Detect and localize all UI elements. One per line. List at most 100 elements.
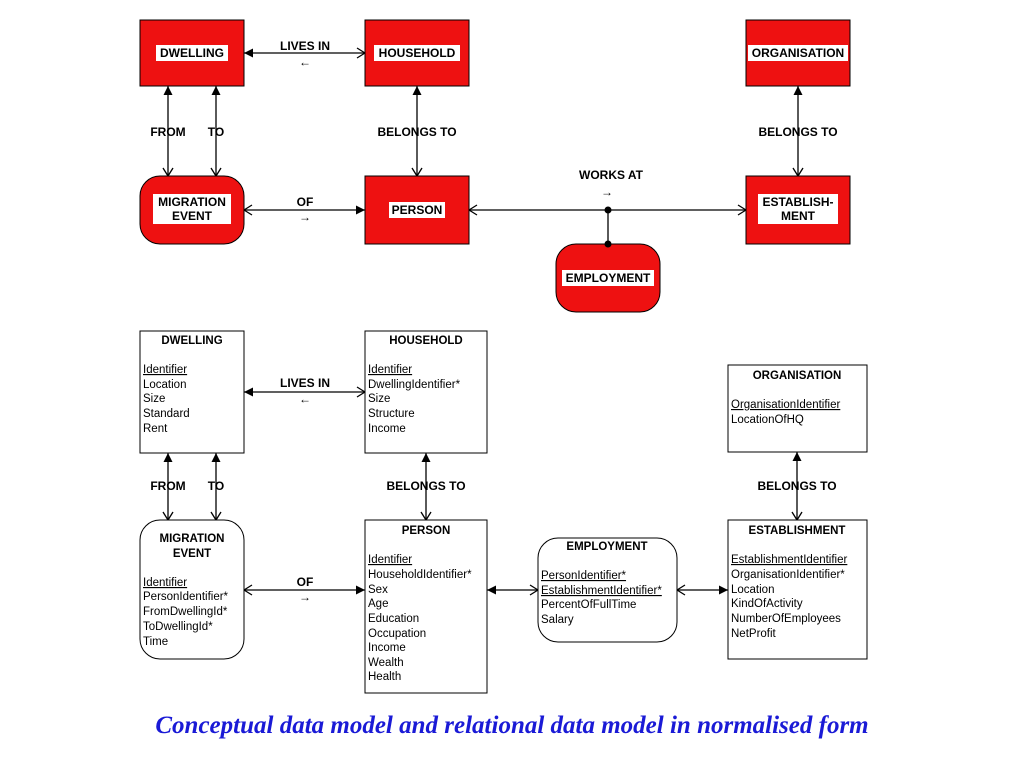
rel-of-arrow: → — [299, 590, 311, 604]
table-title-line2: EVENT — [173, 548, 211, 560]
table-attr: Sex — [368, 584, 388, 596]
rel-of: OF — [297, 575, 314, 589]
rel-to: TO — [208, 125, 224, 139]
table-attr: FromDwellingId* — [143, 606, 228, 618]
table-migration-event[interactable]: MIGRATION EVENT Identifier PersonIdentif… — [139, 519, 245, 660]
table-attr: Education — [368, 613, 419, 625]
table-household[interactable]: HOUSEHOLD Identifier DwellingIdentifier*… — [364, 330, 488, 454]
rel-belongs-to: BELONGS TO — [386, 479, 465, 493]
rel-works-at-arrow: → — [601, 185, 613, 199]
table-dwelling[interactable]: DWELLING Identifier Location Size Standa… — [139, 330, 245, 454]
junction-dot — [604, 240, 612, 248]
table-attr-key: Identifier — [143, 577, 187, 589]
table-title: DWELLING — [161, 335, 222, 347]
table-attr: Salary — [541, 614, 574, 626]
table-person[interactable]: PERSON Identifier HouseholdIdentifier* S… — [364, 519, 488, 694]
table-attr-key: EstablishmentIdentifier* — [541, 585, 662, 597]
entity-organisation[interactable]: ORGANISATION — [745, 19, 851, 87]
table-attr: Structure — [368, 408, 415, 420]
table-organisation[interactable]: ORGANISATION OrganisationIdentifier Loca… — [727, 364, 868, 453]
table-attr: PersonIdentifier* — [143, 591, 229, 603]
entity-label-line1: ESTABLISH- — [762, 195, 833, 209]
rel-from: FROM — [150, 479, 185, 493]
entity-dwelling[interactable]: DWELLING — [139, 19, 245, 87]
table-attr: Standard — [143, 408, 190, 420]
table-attr: Rent — [143, 423, 168, 435]
rel-lives-in-arrow: ← — [299, 392, 311, 406]
entity-person[interactable]: PERSON — [364, 175, 470, 245]
table-employment[interactable]: EMPLOYMENT PersonIdentifier* Establishme… — [537, 537, 678, 643]
table-attr: PercentOfFullTime — [541, 599, 636, 611]
table-title: EMPLOYMENT — [566, 541, 647, 553]
table-title-line1: MIGRATION — [160, 533, 225, 545]
entity-employment[interactable]: EMPLOYMENT — [555, 243, 661, 313]
rel-belongs-to: BELONGS TO — [757, 479, 836, 493]
rel-belongs-to: BELONGS TO — [377, 125, 456, 139]
table-title: PERSON — [402, 525, 451, 537]
rel-from: FROM — [150, 125, 185, 139]
entity-label: EMPLOYMENT — [566, 271, 651, 285]
table-attr-key: EstablishmentIdentifier — [731, 554, 848, 566]
crowfoot — [243, 584, 253, 596]
rel-works-at: WORKS AT — [579, 168, 644, 182]
er-diagram: DWELLING HOUSEHOLD ORGANISATION MIGRATIO… — [139, 19, 868, 694]
entity-label-line1: MIGRATION — [158, 195, 226, 209]
table-attr: ToDwellingId* — [143, 621, 213, 633]
table-attr-key: Identifier — [368, 364, 412, 376]
relational-model: DWELLING Identifier Location Size Standa… — [139, 330, 868, 694]
conceptual-model: DWELLING HOUSEHOLD ORGANISATION MIGRATIO… — [139, 19, 851, 313]
table-attr: KindOfActivity — [731, 598, 803, 610]
crowfoot — [468, 204, 478, 216]
table-attr: Wealth — [368, 657, 404, 669]
table-attr-key: Identifier — [143, 364, 187, 376]
table-attr: Size — [143, 393, 165, 405]
table-title: ORGANISATION — [753, 370, 842, 382]
table-attr: Income — [368, 642, 406, 654]
junction-dot — [604, 206, 612, 214]
table-attr: Age — [368, 598, 388, 610]
table-attr-key: OrganisationIdentifier — [731, 399, 840, 411]
table-attr: Health — [368, 671, 401, 683]
table-attr: Occupation — [368, 628, 426, 640]
figure-caption: Conceptual data model and relational dat… — [155, 712, 869, 739]
entity-establishment[interactable]: ESTABLISH- MENT — [745, 175, 851, 245]
crowfoot — [737, 204, 747, 216]
table-attr: Time — [143, 636, 168, 648]
entity-label: PERSON — [392, 203, 443, 217]
rel-lives-in-arrow: ← — [299, 55, 311, 69]
table-attr: HouseholdIdentifier* — [368, 569, 472, 581]
table-attr: Income — [368, 423, 406, 435]
conceptual-connectors — [162, 47, 804, 244]
entity-label-line2: MENT — [781, 209, 816, 223]
table-attr: LocationOfHQ — [731, 414, 804, 426]
entity-migration-event[interactable]: MIGRATION EVENT — [139, 175, 245, 245]
crowfoot — [162, 167, 174, 177]
entity-label: ORGANISATION — [752, 46, 844, 60]
crowfoot — [162, 511, 174, 521]
entity-label-line2: EVENT — [172, 209, 213, 223]
entity-household[interactable]: HOUSEHOLD — [364, 19, 470, 87]
table-attr-key: Identifier — [368, 554, 412, 566]
rel-belongs-to: BELONGS TO — [758, 125, 837, 139]
table-attr: Location — [143, 379, 186, 391]
table-attr: Location — [731, 584, 774, 596]
crowfoot — [411, 167, 423, 177]
crowfoot — [210, 511, 222, 521]
entity-label: DWELLING — [160, 46, 224, 60]
rel-to: TO — [208, 479, 224, 493]
table-attr: DwellingIdentifier* — [368, 379, 461, 391]
table-attr-key: PersonIdentifier* — [541, 570, 627, 582]
table-title: HOUSEHOLD — [389, 335, 462, 347]
crowfoot — [356, 386, 366, 398]
rel-lives-in: LIVES IN — [280, 39, 330, 53]
entity-label: HOUSEHOLD — [379, 46, 456, 60]
crowfoot — [243, 204, 253, 216]
rel-of: OF — [297, 195, 314, 209]
rel-lives-in: LIVES IN — [280, 376, 330, 390]
crowfoot — [356, 47, 366, 59]
crowfoot — [529, 584, 539, 596]
table-title: ESTABLISHMENT — [749, 525, 846, 537]
crowfoot — [676, 584, 686, 596]
table-establishment[interactable]: ESTABLISHMENT EstablishmentIdentifier Or… — [727, 519, 868, 660]
rel-of-arrow: → — [299, 210, 311, 224]
